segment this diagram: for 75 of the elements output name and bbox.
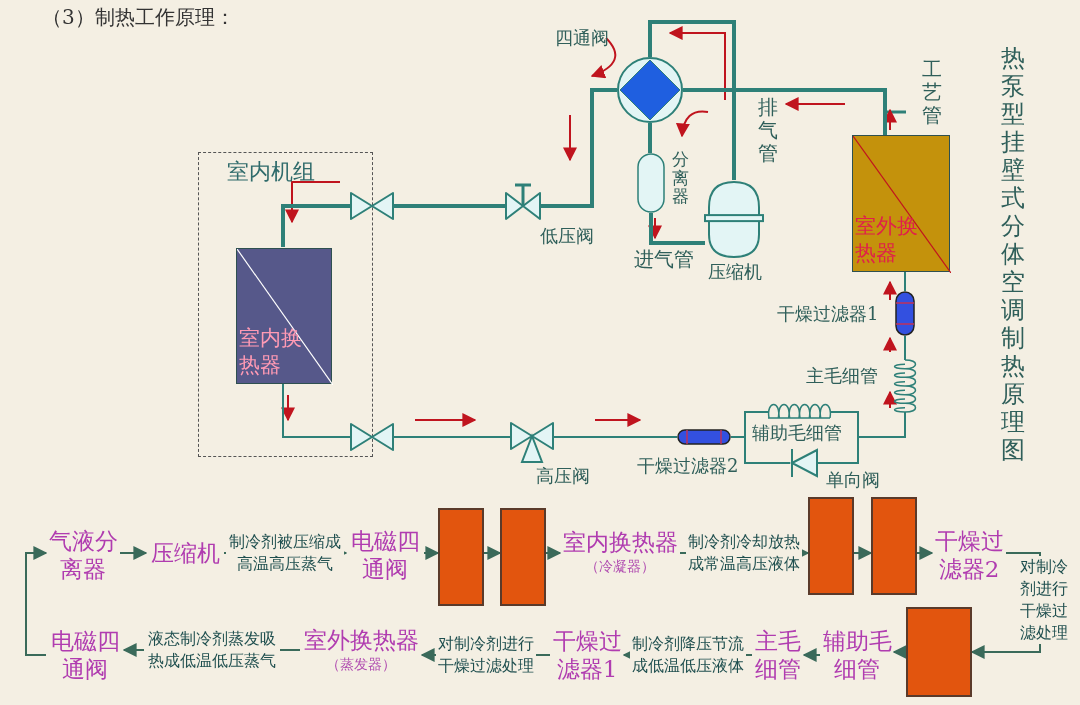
edge-label: 对制冷剂进行干燥过滤处理 xyxy=(1019,556,1069,644)
capillary-coil xyxy=(768,404,830,420)
flow-step: 主毛细管 xyxy=(752,624,804,686)
component-label: 单向阀 xyxy=(826,470,880,490)
flow-step: 电磁四通阀 xyxy=(46,624,124,686)
component-label: 主毛细管 xyxy=(806,366,878,386)
capsule-symbol xyxy=(637,153,665,213)
pipe-line xyxy=(281,204,350,247)
heat-exchanger-label: 室内换热器 xyxy=(239,325,303,379)
pipe-line xyxy=(904,271,906,292)
check-valve-symbol xyxy=(790,449,818,477)
compressor-drawing xyxy=(705,180,763,258)
pipe-line xyxy=(282,382,351,438)
heat-exchanger-box xyxy=(236,248,332,384)
capsule-symbol xyxy=(677,429,731,445)
group-title: 室内机组 xyxy=(227,158,315,186)
component-label: 压缩机 xyxy=(708,262,762,282)
filled-block xyxy=(871,497,917,595)
edge-label: 制冷剂冷却放热成常温高压液体 xyxy=(686,531,802,575)
caption: 热泵型挂壁式分体空调制热原理图 xyxy=(1000,44,1027,464)
valve-symbol xyxy=(510,423,554,463)
flow-step: 压缩机 xyxy=(146,537,224,569)
capsule-symbol xyxy=(895,291,915,336)
flow-step: 干燥过滤器2 xyxy=(932,524,1006,586)
arrow xyxy=(853,546,873,560)
flow-step: 辅助毛细管 xyxy=(820,624,894,686)
title: （3）制热工作原理： xyxy=(42,4,235,31)
component-label: 干燥过滤器2 xyxy=(637,456,739,476)
component-label: 干燥过滤器1 xyxy=(777,304,879,324)
capillary-coil xyxy=(895,360,915,412)
filled-block xyxy=(906,607,972,697)
pipe-label: 进气管 xyxy=(634,248,694,271)
pipe-line xyxy=(648,20,736,180)
flow-step: 电磁四通阀 xyxy=(346,524,424,586)
pipe-line xyxy=(394,204,505,208)
pipe-line xyxy=(648,123,652,153)
flow-step: 室外换热器 （蒸发器） xyxy=(300,624,422,676)
pipe-line xyxy=(817,411,906,464)
edge-label: 制冷剂被压缩成高温高压蒸气 xyxy=(226,531,344,575)
arrow xyxy=(892,645,907,659)
heat-exchanger-box xyxy=(852,135,950,272)
arrow xyxy=(802,648,821,662)
pipe-line xyxy=(393,436,511,438)
flow-step: 室内换热器 （冷凝器） xyxy=(560,526,680,578)
pipe-label: 排气管 xyxy=(757,96,779,165)
component-label: 高压阀 xyxy=(536,466,590,486)
heat-exchanger-label: 室外换热器 xyxy=(855,213,919,267)
indoor-unit-frame xyxy=(198,152,373,457)
edge-label: 制冷剂降压节流成低温低压液体 xyxy=(630,633,746,677)
valve-symbol xyxy=(350,424,394,450)
pipe-line xyxy=(553,436,678,438)
filled-block xyxy=(500,508,546,606)
pipe-line xyxy=(730,436,791,464)
valve-symbol xyxy=(350,193,394,219)
pipe-line xyxy=(541,88,617,208)
arrow xyxy=(483,546,502,560)
component-label: 辅助毛细管 xyxy=(752,423,842,443)
arrow xyxy=(423,546,440,560)
component-label: 低压阀 xyxy=(540,226,594,246)
flow-step: 气液分离器 xyxy=(46,524,120,586)
component-label: 四通阀 xyxy=(555,28,609,48)
pipe-line xyxy=(649,213,705,245)
arrow xyxy=(545,546,562,560)
pipe-line xyxy=(904,335,906,361)
arrow xyxy=(916,546,934,560)
pipe-line xyxy=(683,88,887,135)
four-way-valve-symbol xyxy=(617,57,683,123)
edge-label: 液态制冷剂蒸发吸热成低温低压蒸气 xyxy=(144,628,280,672)
component-label: 分离器 xyxy=(671,150,690,207)
filled-block xyxy=(808,497,854,595)
arrow xyxy=(119,546,148,560)
flow-step: 干燥过滤器1 xyxy=(550,624,624,686)
valve-symbol xyxy=(505,183,541,219)
filled-block xyxy=(438,508,484,606)
arrow xyxy=(25,546,48,656)
